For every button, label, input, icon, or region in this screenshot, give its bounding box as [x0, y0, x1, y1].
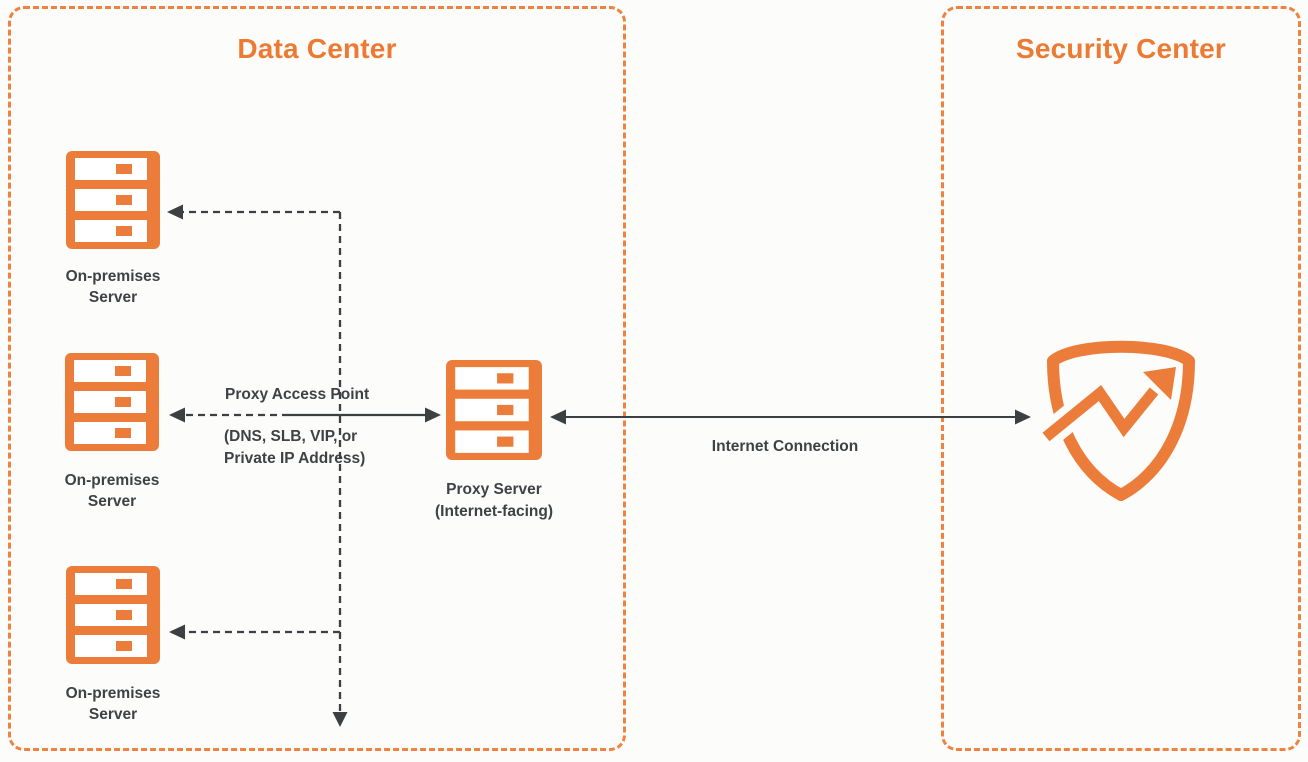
server-rack-icon [446, 359, 542, 461]
server-rack-icon [66, 566, 160, 664]
proxy-server: Proxy Server (Internet-facing) [414, 356, 574, 523]
server-rack-icon [66, 151, 160, 249]
security-center-icon-wrap [1037, 331, 1200, 503]
proxy-server-label: Proxy Server (Internet-facing) [414, 479, 574, 523]
proxy-server-label-line2: (Internet-facing) [435, 503, 553, 520]
proxy-server-label-line1: Proxy Server [446, 481, 542, 498]
on-premises-server-1: On-premises Server [33, 150, 193, 308]
proxy-access-point-subtitle: (DNS, SLB, VIP, or Private IP Address) [224, 428, 366, 467]
server-label: On-premises Server [65, 685, 161, 723]
on-premises-server-3: On-premises Server [33, 563, 193, 725]
server-label: On-premises Server [65, 268, 161, 306]
data-center-title: Data Center [237, 33, 397, 64]
proxy-access-point-title: Proxy Access Point [225, 386, 370, 403]
on-premises-server-2: On-premises Server [32, 350, 192, 512]
security-shield-arrow-icon [1037, 340, 1195, 501]
internet-connection-label: Internet Connection [711, 438, 859, 455]
security-center-title: Security Center [1016, 33, 1226, 64]
data-center-zone: Data Center [8, 6, 626, 751]
server-label: On-premises Server [64, 472, 160, 510]
server-rack-icon [65, 353, 159, 451]
security-center-zone: Security Center [941, 6, 1301, 751]
